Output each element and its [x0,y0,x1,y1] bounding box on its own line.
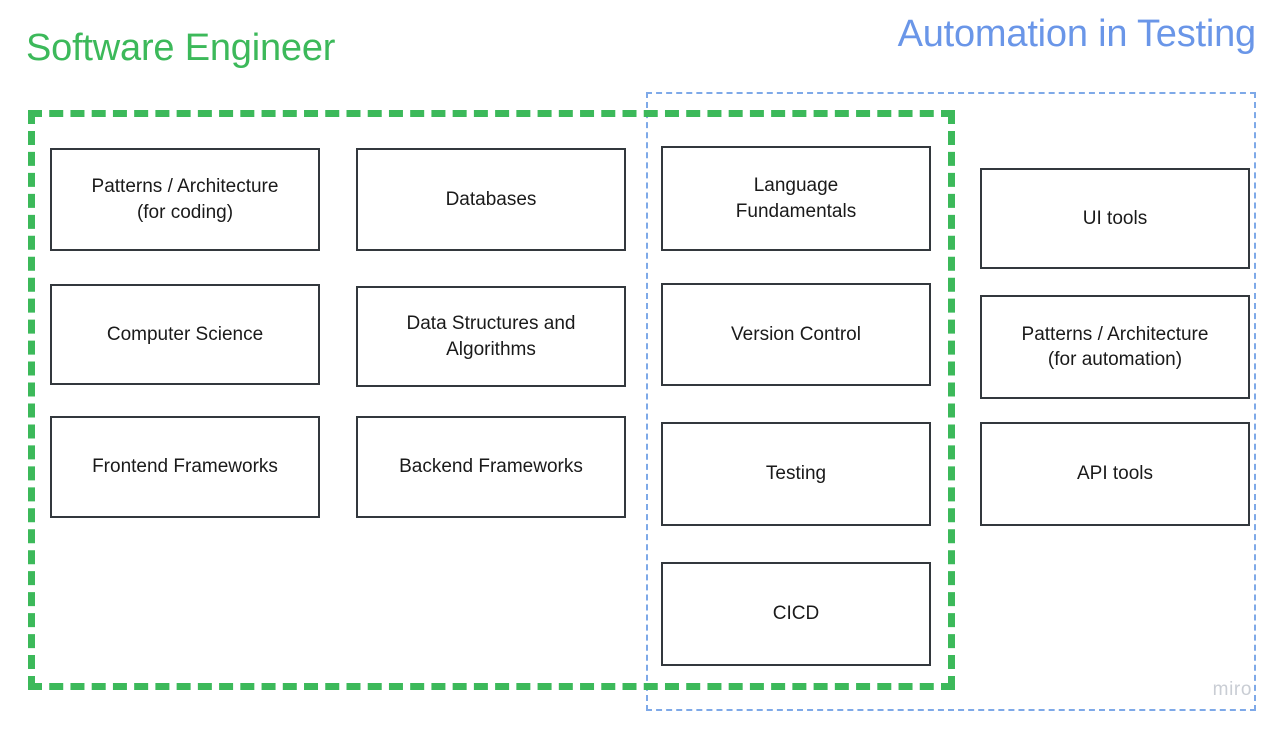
node-label-line1: Backend Frameworks [399,456,583,478]
node-backend-frameworks[interactable]: Backend Frameworks [356,416,626,518]
node-language-fundamentals[interactable]: Language Fundamentals [661,146,931,251]
node-label-line1: Computer Science [106,323,264,345]
node-patterns-architecture-for-automation[interactable]: Patterns / Architecture (for automation) [980,295,1250,399]
page-title-software-engineer: Software Engineer [26,27,336,69]
node-label-line1: Frontend Frameworks [92,456,278,478]
node-label-line1: Version Control [731,323,861,345]
node-version-control[interactable]: Version Control [661,283,931,386]
node-label-line1: UI tools [1082,207,1148,229]
node-frontend-frameworks[interactable]: Frontend Frameworks [50,416,320,518]
node-api-tools[interactable]: API tools [980,422,1250,526]
miro-watermark: miro [1212,679,1252,700]
node-label-line1: Patterns / Architecture [1021,323,1209,345]
node-testing[interactable]: Testing [661,422,931,526]
node-data-structures-and-algorithms[interactable]: Data Structures and Algorithms [356,286,626,387]
node-ui-tools[interactable]: UI tools [980,168,1250,269]
node-label-line1: Testing [765,463,827,485]
node-computer-science[interactable]: Computer Science [50,284,320,385]
node-cicd[interactable]: CICD [661,562,931,666]
node-label-line1: Patterns / Architecture [91,176,279,198]
node-label-line1: API tools [1076,463,1154,485]
node-label-line2: (for automation) [1047,349,1183,370]
node-label-line1: Data Structures and [406,313,576,335]
node-label-line1: CICD [772,603,820,625]
node-label-line1: Databases [445,188,537,210]
node-patterns-architecture-for-coding[interactable]: Patterns / Architecture (for coding) [50,148,320,251]
node-label-line2: Fundamentals [735,200,857,222]
node-databases[interactable]: Databases [356,148,626,251]
node-label-line2: (for coding) [136,201,234,223]
page-title-automation-in-testing: Automation in Testing [897,13,1257,55]
node-label-line1: Language [753,175,839,197]
node-label-line2: Algorithms [446,338,536,360]
